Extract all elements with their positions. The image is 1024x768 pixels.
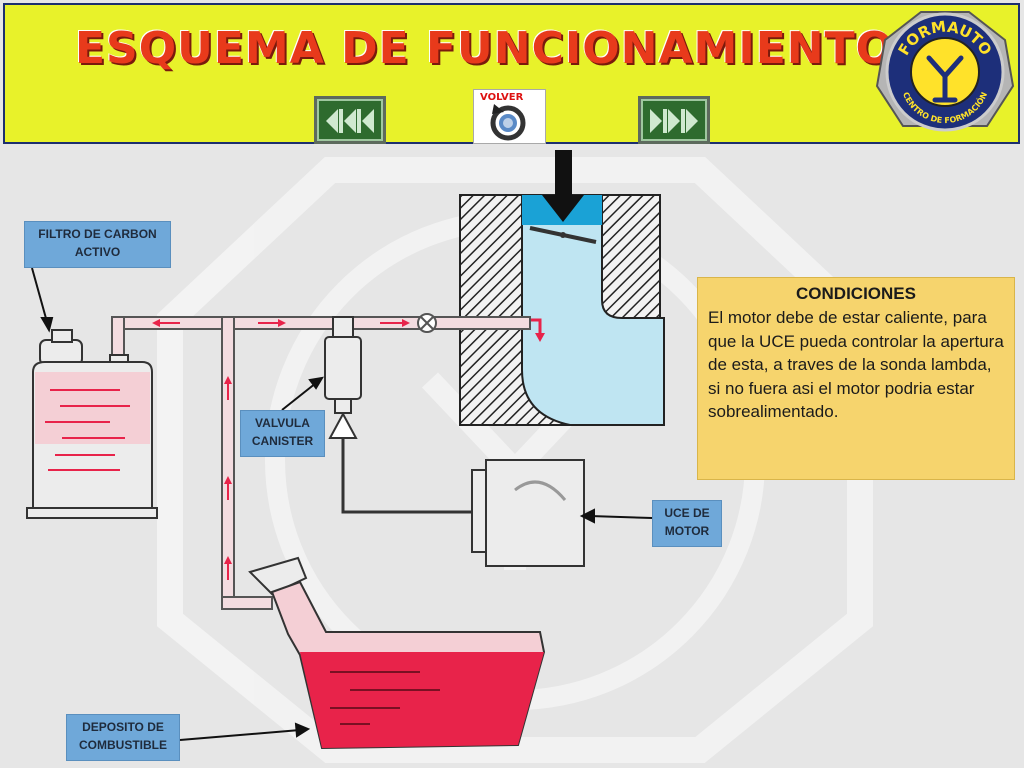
control-wire bbox=[341, 438, 475, 514]
return-button[interactable]: VOLVER bbox=[473, 89, 546, 144]
conditions-title: CONDICIONES bbox=[796, 284, 916, 303]
fast-forward-icon bbox=[650, 109, 698, 133]
conditions-text: El motor debe de estar caliente, para qu… bbox=[708, 308, 1004, 421]
evap-system-diagram bbox=[26, 150, 873, 763]
rewind-icon bbox=[326, 109, 374, 133]
ecu-box bbox=[471, 459, 585, 567]
conditions-box: CONDICIONES El motor debe de estar calie… bbox=[697, 277, 1015, 480]
next-button[interactable] bbox=[638, 96, 710, 144]
intake-manifold bbox=[459, 150, 665, 426]
vapor-pipes bbox=[111, 313, 531, 610]
page-title: ESQUEMA DE FUNCIONAMIENTO bbox=[75, 23, 894, 74]
carbon-filter-canister bbox=[26, 329, 158, 519]
label-fuel-tank: DEPOSITO DE COMBUSTIBLE bbox=[66, 714, 180, 761]
fuel-tank bbox=[248, 556, 546, 750]
label-ecu: UCE DE MOTOR bbox=[652, 500, 722, 547]
return-label: VOLVER bbox=[480, 92, 524, 103]
label-pointers bbox=[31, 267, 653, 741]
flow-arrows bbox=[152, 319, 410, 580]
formauto-logo: FORMAUTO CENTRO DE FORMACIÓN bbox=[875, 11, 1015, 132]
return-icon bbox=[490, 104, 526, 141]
canister-valve bbox=[324, 316, 362, 439]
label-carbon-filter: FILTRO DE CARBON ACTIVO bbox=[24, 221, 171, 268]
label-canister-valve: VALVULA CANISTER bbox=[240, 410, 325, 457]
previous-button[interactable] bbox=[314, 96, 386, 144]
